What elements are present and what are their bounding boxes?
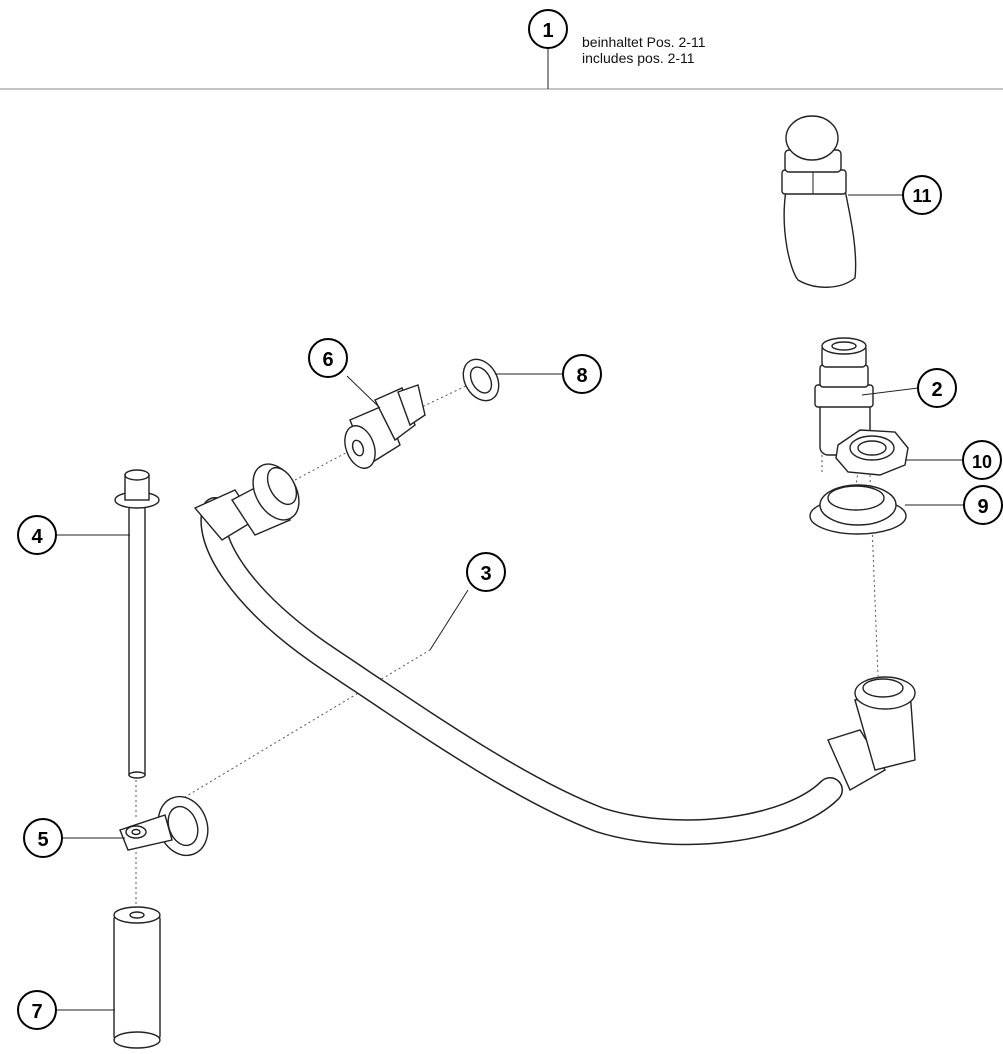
callout-2[interactable]: 2 [917, 368, 957, 408]
callout-7[interactable]: 7 [17, 990, 57, 1030]
callout-4[interactable]: 4 [17, 515, 57, 555]
callout-2-leader [861, 387, 919, 396]
callout-10-label: 10 [972, 452, 992, 472]
callout-3[interactable]: 3 [466, 552, 506, 592]
callout-7-label: 7 [31, 1001, 42, 1023]
callout-6-label: 6 [322, 349, 333, 371]
hex-nut-part-10 [835, 429, 909, 476]
washer-part-8 [462, 358, 500, 402]
valve-part-2 [814, 337, 874, 456]
clamp-part-5 [119, 795, 209, 857]
callout-4-label: 4 [31, 526, 43, 548]
callout-8[interactable]: 8 [562, 354, 602, 394]
callout-6-leader [346, 375, 381, 409]
callout-10[interactable]: 10 [962, 440, 1002, 480]
callout-9[interactable]: 9 [963, 485, 1003, 525]
callout-1-label: 1 [542, 20, 553, 42]
callout-2-label: 2 [931, 379, 942, 401]
callout-11[interactable]: 11 [902, 175, 942, 215]
includes-note: beinhaltet Pos. 2-11 includes pos. 2-11 [582, 34, 706, 66]
callout-9-label: 9 [977, 496, 988, 518]
cap-part-11 [781, 115, 857, 288]
assembly-line-5-3 [179, 649, 431, 801]
callout-6[interactable]: 6 [308, 338, 348, 378]
note-english: includes pos. 2-11 [582, 50, 695, 66]
callout-3-label: 3 [480, 563, 491, 585]
sleeve-part-7 [113, 906, 161, 1049]
bolt-part-4 [114, 469, 160, 779]
callout-5[interactable]: 5 [23, 818, 63, 858]
callout-1[interactable]: 1 [528, 9, 568, 49]
assembly-line-10-3 [869, 474, 879, 677]
pipe-part-3 [193, 463, 916, 846]
fitting-part-6 [344, 384, 426, 469]
note-german: beinhaltet Pos. 2-11 [582, 34, 706, 50]
callout-11-label: 11 [912, 186, 931, 206]
callout-3-leader [429, 589, 469, 651]
seal-washer-part-9 [809, 484, 907, 535]
callout-8-label: 8 [576, 365, 587, 387]
callout-5-label: 5 [37, 829, 48, 851]
